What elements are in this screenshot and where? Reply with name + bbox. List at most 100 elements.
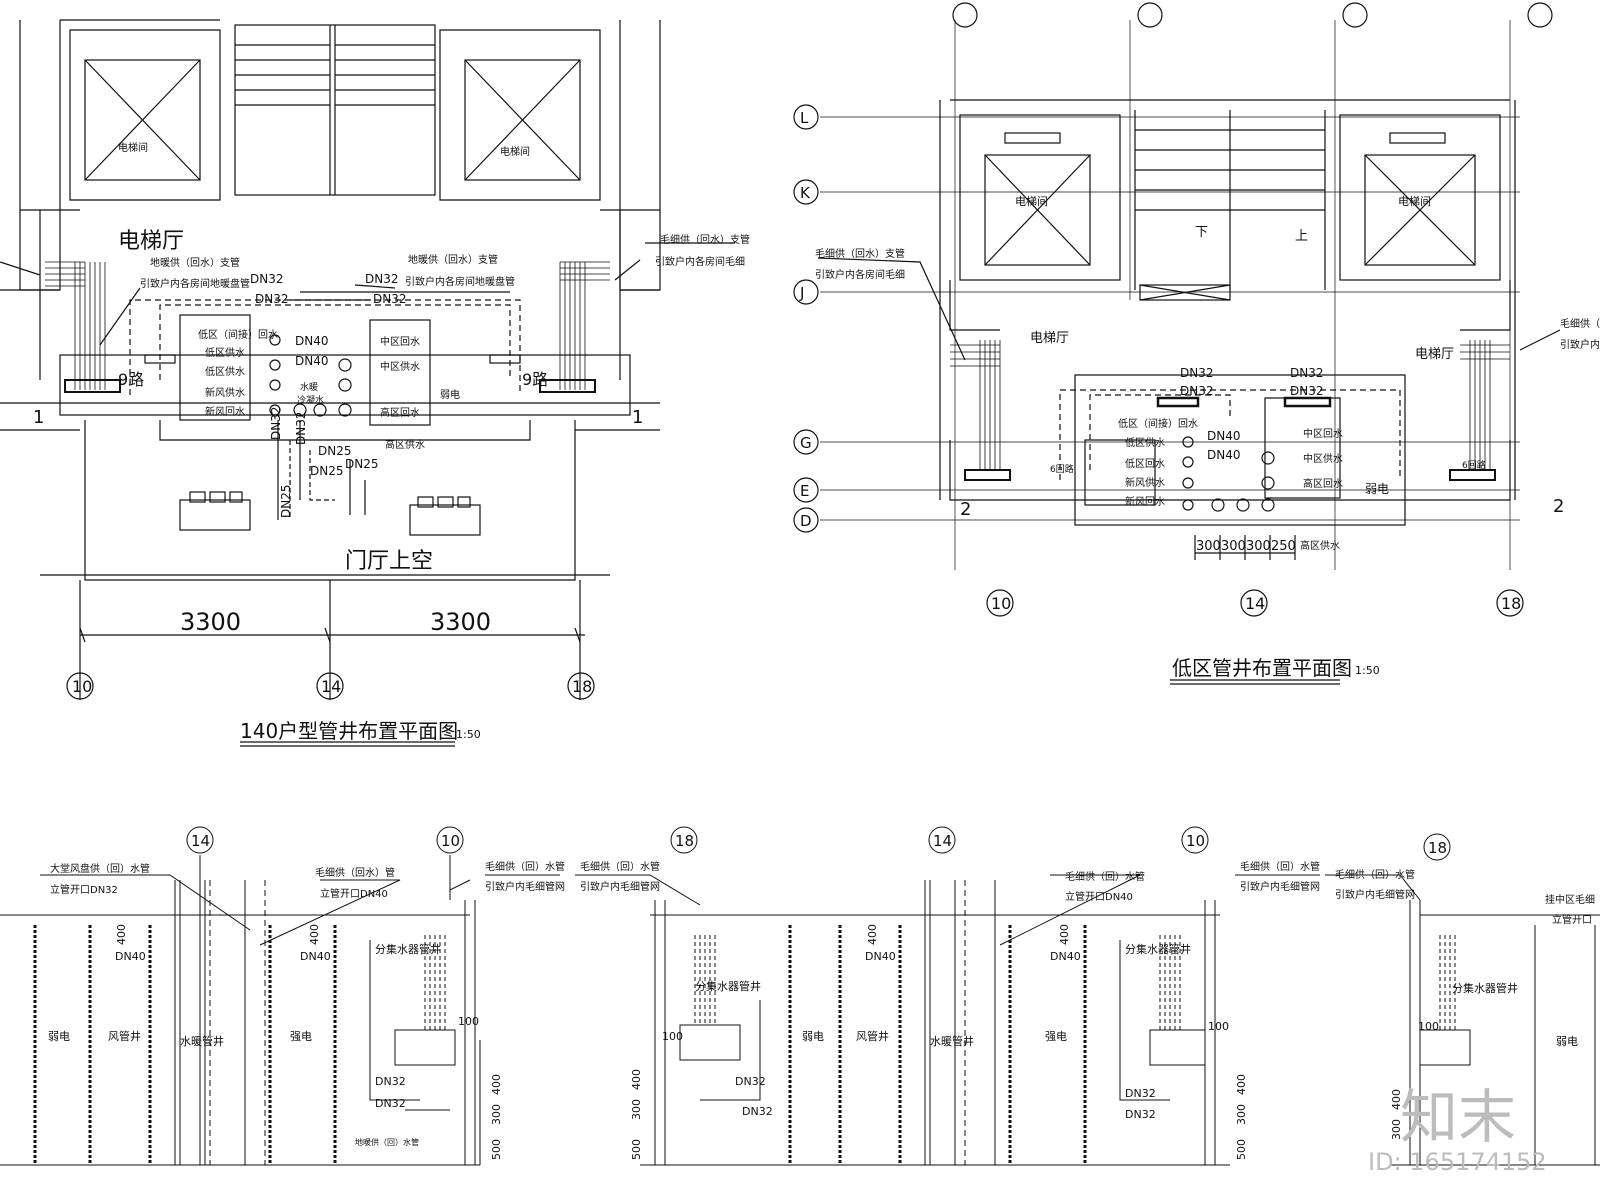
pipe-low-supply: 低区供水 [205,346,245,359]
low-axis-D: D [800,512,812,530]
low-axis-10: 10 [991,594,1011,613]
low-pipe-mid-supply: 中区供水 [1303,452,1343,465]
s3-note-2: 引致户内毛细管网 [1335,888,1415,901]
room-weak-current: 弱电 [440,388,460,401]
axis-14: 14 [321,677,341,696]
s2-note-6: 引致户内毛细管网 [1240,880,1320,893]
low-room-lobby-left: 电梯厅 [1030,331,1069,346]
dn-7: DN25 [318,444,352,458]
loops-left: 9路 [118,370,144,389]
s1-dim-5: 300 [490,1104,503,1125]
callout-floor-heating-note-2: 引致户内各房间地暖盘管 [405,275,515,288]
s1-dn-1: DN40 [115,950,146,963]
s1-note-3: 毛细供（回水）管 [315,866,395,879]
s2-dn-5: DN32 [1125,1087,1156,1100]
s1-dim-1: 400 [115,924,128,945]
section-mark-right: 1 [632,407,643,428]
low-axis-G: G [800,434,812,452]
s2-note-3: 毛细供（回）水管 [1065,870,1145,883]
dn-9: DN25 [345,457,379,471]
s3-note-3: 挂中区毛细 [1545,893,1595,906]
room-atrium: 门厅上空 [345,549,433,574]
dn-5: DN40 [295,334,329,348]
s2-dn-4: DN32 [742,1105,773,1118]
s2-dim-7: 500 [630,1139,643,1160]
low-callout-right-note: 引致户内各房间毛细 [1560,338,1600,351]
s3-note-4: 立管开口 [1552,913,1592,926]
s1-room-1: 弱电 [48,1030,70,1043]
low-pipe-low-supply: 低区供水 [1125,436,1165,449]
s1-dim-2: 400 [308,924,321,945]
s2-axis-10: 10 [1186,832,1205,850]
low-dn-1: DN32 [1180,366,1214,380]
low-section-mark-right: 2 [1553,496,1564,517]
low-pipe-fresh-supply: 新风供水 [1125,476,1165,489]
callout-cap: 毛细供（回水）支管 [660,233,750,246]
plan-low [793,2,1561,685]
low-pipe-fresh-return: 新风回水 [1125,495,1165,508]
low-dn-4: DN32 [1290,384,1324,398]
s2-dim-10: 500 [1235,1139,1248,1160]
s3-dim-3: 300 [1390,1119,1403,1140]
watermark-logo: 知末 [1400,1083,1517,1151]
s1-manifold: 分集水器管井 [375,942,441,956]
dn-1: DN32 [250,272,284,286]
low-weak-current: 弱电 [1365,482,1389,496]
dn-12: DN32 [294,412,308,446]
plan-low-labels: 电梯间 电梯间 电梯厅 电梯厅 下 上 弱电 毛细供（回水）支管 引致户内各房间… [799,109,1600,680]
s2-note-1: 毛细供（回）水管 [580,860,660,873]
low-pipe-low-return: 低区（间接）回水 [1118,417,1198,430]
low-dim-1: 300 [1196,539,1221,554]
plan-140-title: 140户型管井布置平面图 [240,719,458,743]
pipe-fresh-return: 新风回水 [205,405,245,418]
s1-note-4: 立管开口DN40 [320,887,388,900]
dn-11: DN32 [269,407,283,441]
low-axis-18: 18 [1501,594,1521,613]
s1-dim-3: 100 [458,1015,479,1028]
s1-room-3: 水暖管井 [180,1034,224,1048]
s2-dim-8: 400 [1235,1074,1248,1095]
plan-140 [0,19,735,747]
s1-note-1: 大堂风盘供（回）水管 [50,862,150,875]
s2-dim-9: 300 [1235,1104,1248,1125]
s1-dim-6: 500 [490,1139,503,1160]
plan-140-labels: 电梯间 电梯间 电梯厅 门厅上空 弱电 地暖供（回水）支管 引致户内各房间地暖盘… [33,141,750,743]
plan-low-scale: 1:50 [1355,664,1380,677]
s2-dn-2: DN40 [1050,950,1081,963]
low-pipe-high-supply: 高区供水 [1300,539,1340,552]
plan-140-scale: 1:50 [456,728,481,741]
low-room-lobby-right: 电梯厅 [1415,347,1454,362]
low-pipe-high-return: 高区回水 [1303,477,1343,490]
dn-10: DN25 [279,485,293,519]
low-down: 下 [1195,225,1208,240]
callout-floor-heating-2: 地暖供（回水）支管 [408,253,498,266]
low-section-mark-left: 2 [960,499,971,520]
pipe-mid-return: 中区回水 [380,335,420,348]
callout-cap-note: 引致户内各房间毛细 [655,255,745,268]
s2-dim-4: 100 [1208,1020,1229,1033]
s2-room-1: 弱电 [802,1030,824,1043]
s1-dim-4: 400 [490,1074,503,1095]
s2-dim-2: 400 [1058,924,1071,945]
axis-18: 18 [572,677,592,696]
plan-low-title: 低区管井布置平面图 [1172,656,1352,680]
dn-6: DN40 [295,354,329,368]
s2-manifold-2: 分集水器管井 [1125,942,1191,956]
watermark-id: ID: 165174152 [1368,1148,1547,1176]
callout-floor-heating-note: 引致户内各房间地暖盘管 [140,277,250,290]
low-pipe-mid-return: 中区回水 [1303,427,1343,440]
s3-note-1: 毛细供（回）水管 [1335,868,1415,881]
low-callout-left-note: 引致户内各房间毛细 [815,268,905,281]
low-loops-right: 6回路 [1462,459,1486,471]
s2-axis-18: 18 [675,832,694,850]
s2-dim-6: 300 [630,1099,643,1120]
s1-room-4: 强电 [290,1030,312,1043]
s3-dim-1: 100 [1418,1020,1439,1033]
dim-left: 3300 [180,608,241,636]
s1-dn-2: DN40 [300,950,331,963]
s1-dn-3: DN32 [375,1075,406,1088]
dn-8: DN25 [310,464,344,478]
room-lobby: 电梯厅 [118,229,184,254]
s3-manifold: 分集水器管井 [1452,981,1518,995]
